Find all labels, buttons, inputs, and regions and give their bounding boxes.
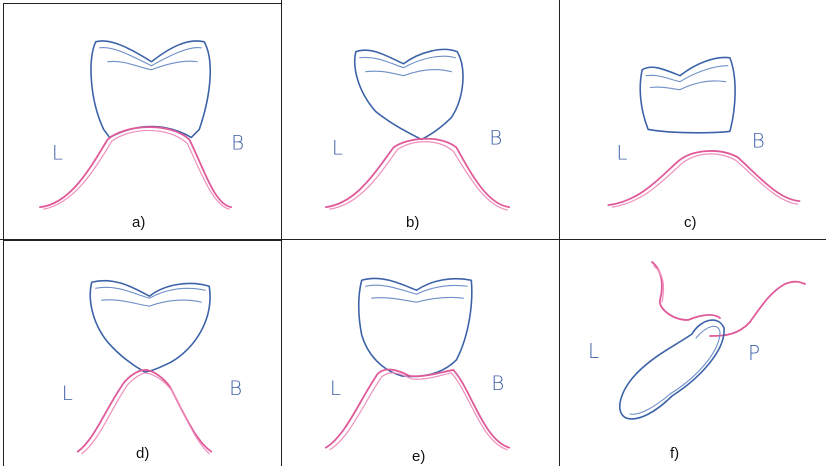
gum-curve [78,370,212,452]
caption-d: d) [136,445,149,462]
lingual-label: L [616,141,627,164]
panel-c: L B c) [560,0,826,240]
tooth-outline [640,57,735,132]
buccal-label: B [491,372,504,395]
tooth-outline [355,49,463,139]
palatal-label: P [748,341,760,365]
caption-e: e) [412,448,425,465]
tooth-outline [90,281,210,372]
lingual-label: L [332,136,343,159]
panel-a: L B a) [0,0,282,240]
lingual-label: L [62,382,73,405]
panel-f: L P f) [560,240,826,466]
caption-a: a) [132,214,145,231]
tooth-outline [359,278,472,376]
tooth-outline [620,320,724,419]
caption-f: f) [670,445,679,462]
panel-f-drawing: L P [560,240,826,466]
gum-curve [326,139,509,207]
tooth-outline [91,41,210,137]
panel-b-drawing: L B [282,0,559,239]
caption-b: b) [406,214,419,231]
panel-e: L B e) [282,240,560,466]
panel-d: L B d) [0,240,282,466]
panel-b: L B b) [282,0,560,240]
gum-curve [326,369,509,447]
buccal-label: B [489,126,502,149]
caption-c: c) [684,214,697,231]
lingual-label: L [588,339,599,363]
buccal-label: B [231,131,244,154]
buccal-label: B [752,129,765,152]
lingual-label: L [330,377,341,400]
gum-curve [40,127,231,207]
panel-a-drawing: L B [0,0,281,239]
gum-curve [652,262,720,320]
panel-e-drawing: L B [282,240,559,466]
buccal-label: B [229,377,242,400]
gum-curve [608,151,799,205]
panel-c-drawing: L B [560,0,826,239]
lingual-label: L [52,141,63,164]
panel-d-drawing: L B [0,240,281,466]
